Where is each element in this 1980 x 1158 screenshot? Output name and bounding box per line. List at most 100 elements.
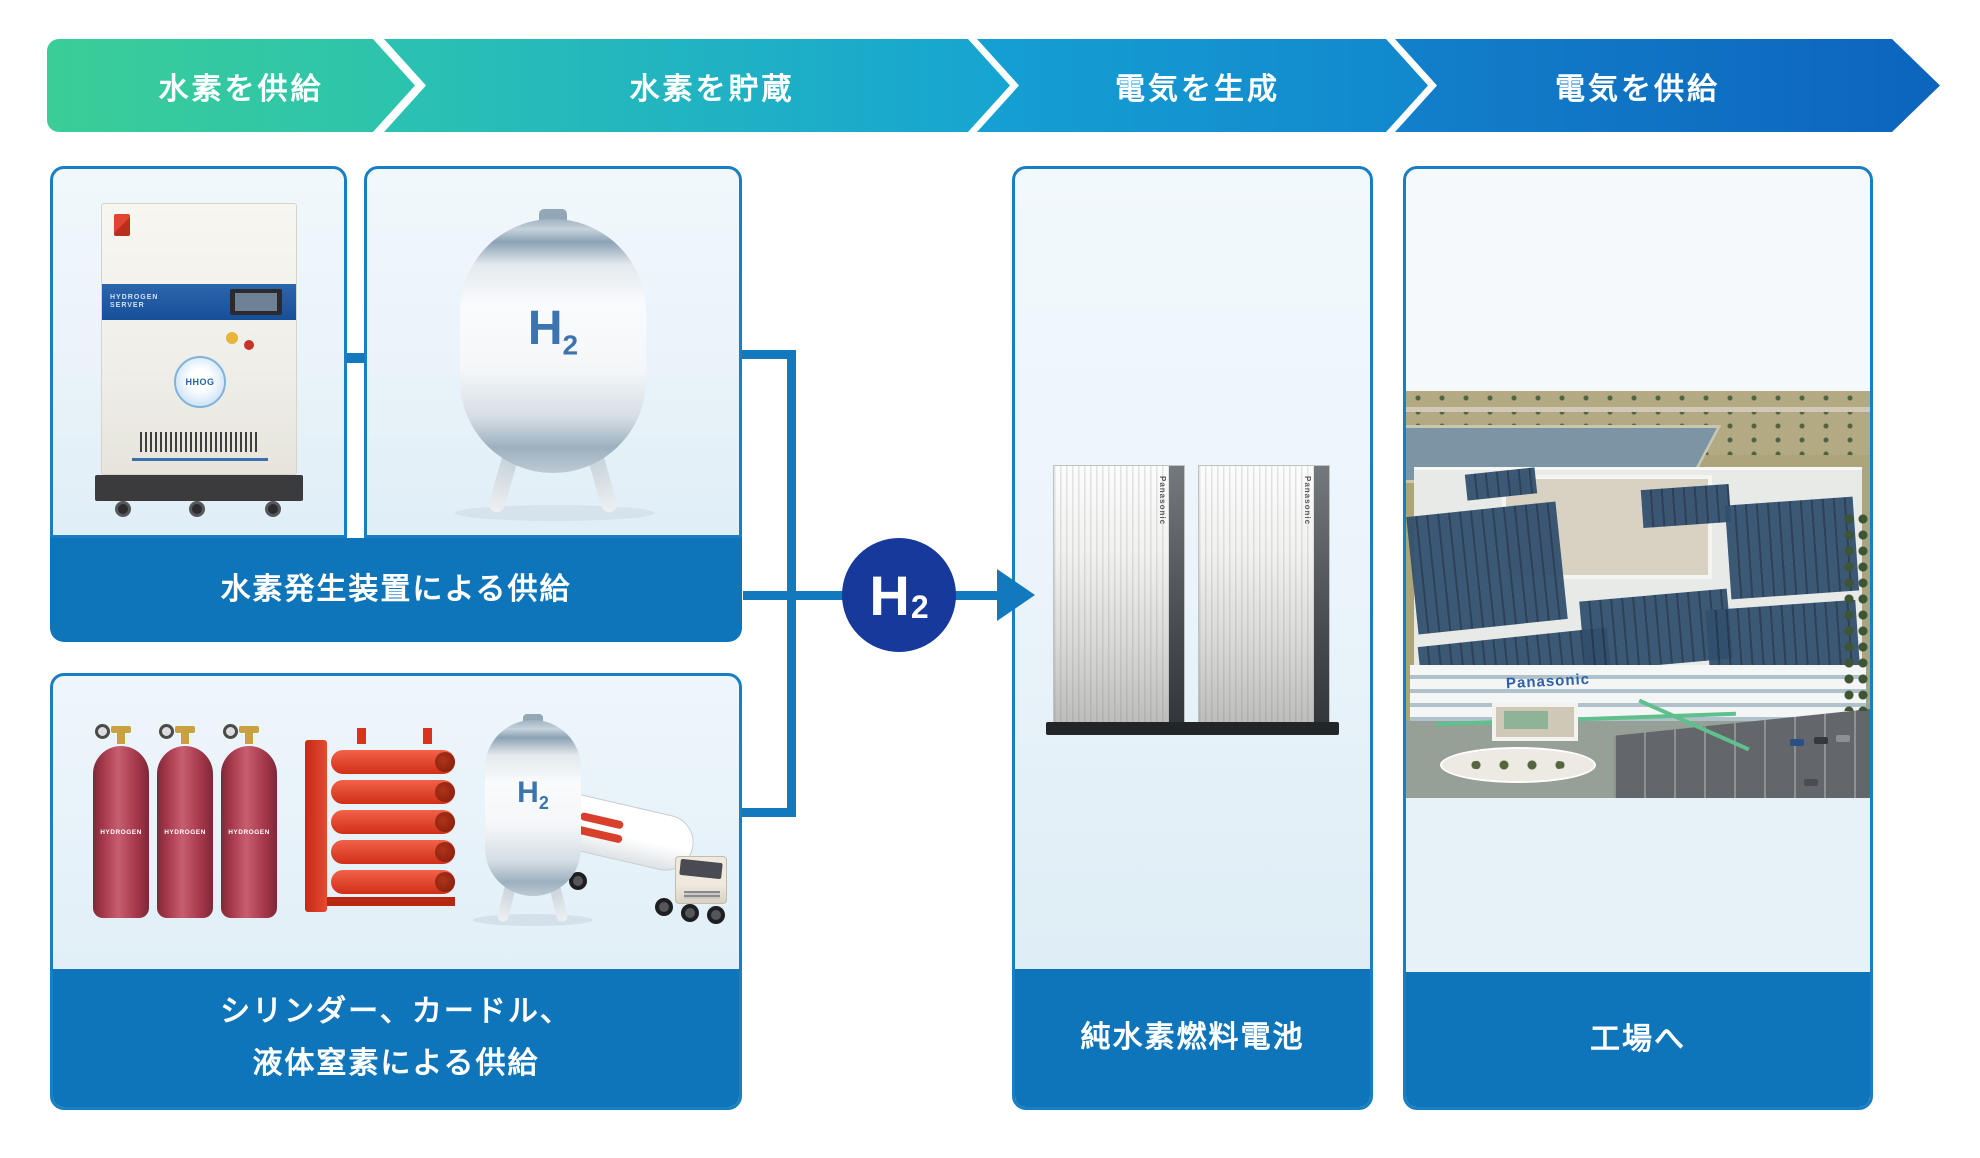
step-supply-hydrogen: 水素を供給 — [47, 39, 415, 132]
valve-tee — [175, 726, 195, 733]
cylinder-valve-icon — [221, 724, 277, 744]
fuel-cell-caption-bar: 純水素燃料電池 — [1015, 969, 1370, 1107]
factory-caption-bar: 工場へ — [1406, 972, 1870, 1107]
cardle-post — [423, 728, 432, 744]
truck-grille — [684, 891, 720, 899]
cardle-frame-panel — [305, 740, 327, 912]
gas-cylinder: HYDROGEN — [157, 746, 213, 918]
photo-entrance-canopy — [1492, 703, 1578, 741]
generator-caster-wheel — [265, 501, 281, 517]
gas-cylinder-label: HYDROGEN — [164, 828, 206, 836]
photo-building-facade — [1410, 665, 1866, 723]
gas-cylinder-label: HYDROGEN — [228, 828, 270, 836]
small-tank-valve — [523, 714, 543, 723]
process-banner: 水素を供給 水素を貯蔵 電気を生成 電気を供給 — [0, 39, 1980, 132]
cardle-cylinder — [331, 870, 455, 894]
valve-tee — [111, 726, 131, 733]
gas-cylinder: HYDROGEN — [221, 746, 277, 918]
truck-wheel-icon — [707, 906, 725, 924]
cardle-rack-image — [305, 728, 455, 912]
cardle-post — [357, 728, 366, 744]
photo-car — [1790, 739, 1804, 746]
tank-h2-label: H2 — [528, 301, 578, 473]
step-supply-hydrogen-label: 水素を供給 — [158, 72, 324, 106]
generator-control-band: HYDROGEN SERVER — [102, 284, 296, 320]
photo-road — [1406, 407, 1870, 412]
generator-maker-logo-icon — [114, 214, 130, 236]
cylinders-caption-bar: シリンダー、カードル、 液体窒素による供給 — [53, 969, 739, 1107]
step-generate-electricity: 電気を生成 — [977, 39, 1428, 132]
generator-indicator-yellow — [226, 332, 238, 344]
h2-badge-sub: 2 — [910, 588, 929, 625]
fuel-cell-card: Panasonic Panasonic 純水素燃料電池 — [1012, 166, 1373, 1110]
connector-generator-to-tank — [340, 353, 376, 363]
truck-wheel-icon — [655, 898, 673, 916]
photo-car — [1804, 779, 1818, 786]
valve-tee — [239, 726, 259, 733]
valve-stem — [181, 732, 189, 744]
valve-gauge-icon — [159, 724, 174, 739]
generator-hhog-logo-text: HHOG — [185, 377, 215, 387]
generator-indicator-red — [244, 340, 254, 350]
cylinders-card: HYDROGEN HYDROGEN HYDROGEN — [50, 673, 742, 1110]
tank-top-valve — [539, 209, 567, 221]
generator-caster-wheel — [115, 501, 131, 517]
gas-cylinder: HYDROGEN — [93, 746, 149, 918]
h2-flow-arrowhead-icon — [997, 569, 1035, 621]
generator-caption-text: 水素発生装置による供給 — [220, 573, 572, 606]
truck-windshield — [679, 858, 723, 880]
h2-badge-text: H — [869, 563, 910, 627]
cardle-cylinder — [331, 750, 455, 774]
cardle-rail — [327, 897, 455, 906]
photo-solar-array — [1406, 501, 1568, 635]
valve-stem — [117, 732, 125, 744]
hydrogen-generator-card: HYDROGEN SERVER HHOG — [50, 166, 347, 538]
truck-wheel-icon — [569, 872, 587, 890]
hydrogen-tank-card: H2 — [364, 166, 742, 538]
fuel-cell-side-panel — [1314, 466, 1329, 722]
tank-h2-sub: 2 — [562, 329, 579, 361]
valve-gauge-icon — [95, 724, 110, 739]
photo-solar-array — [1724, 496, 1860, 600]
small-tank-h2-sub: 2 — [538, 793, 549, 813]
small-hydrogen-tank-image: H2 — [485, 720, 581, 896]
generator-base — [95, 475, 303, 501]
small-tank-h2-main: H — [517, 776, 539, 809]
fuel-cell-brand-text: Panasonic — [1303, 476, 1312, 526]
cylinder-valve-icon — [157, 724, 213, 744]
cardle-cylinder — [331, 840, 455, 864]
step-store-hydrogen: 水素を貯蔵 — [384, 39, 1010, 132]
connector-cylinders-to-trunk — [742, 808, 796, 817]
photo-parking-lot — [1614, 709, 1870, 798]
generator-caster-wheel — [189, 501, 205, 517]
fuel-cell-caption-text: 純水素燃料電池 — [1080, 1021, 1305, 1054]
truck-cab — [675, 856, 727, 904]
photo-car — [1814, 737, 1828, 744]
tank-h2-main: H — [527, 302, 563, 355]
photo-driveway-island — [1440, 747, 1596, 783]
truck-wheel-icon — [681, 904, 699, 922]
hydrogen-generator-image: HYDROGEN SERVER HHOG — [101, 203, 297, 475]
generator-hhog-logo-icon: HHOG — [174, 356, 226, 408]
generator-caption-bar: 水素発生装置による供給 — [50, 538, 742, 642]
gas-cylinder-label: HYDROGEN — [100, 828, 142, 836]
step-store-hydrogen-label: 水素を貯蔵 — [629, 72, 795, 106]
generator-fineprint-line — [132, 458, 268, 461]
fuel-cell-base — [1046, 722, 1194, 735]
cardle-cylinder — [331, 810, 455, 834]
tank-shadow — [455, 505, 655, 521]
hydrogen-tank-image: H2 — [460, 219, 646, 473]
step-generate-electricity-label: 電気を生成 — [1115, 72, 1280, 106]
factory-card-lower-panel — [1406, 798, 1870, 972]
cardle-cylinder — [331, 780, 455, 804]
cylinder-valve-icon — [93, 724, 149, 744]
cylinders-caption-line2: 液体窒素による供給 — [252, 1047, 540, 1080]
valve-gauge-icon — [223, 724, 238, 739]
fuel-cell-base — [1191, 722, 1339, 735]
connector-trunk-vertical — [787, 350, 796, 817]
small-tank-h2-label: H2 — [517, 776, 549, 896]
photo-car — [1836, 735, 1850, 742]
factory-aerial-photo: Panasonic — [1406, 391, 1870, 798]
generator-barcode — [140, 432, 260, 452]
